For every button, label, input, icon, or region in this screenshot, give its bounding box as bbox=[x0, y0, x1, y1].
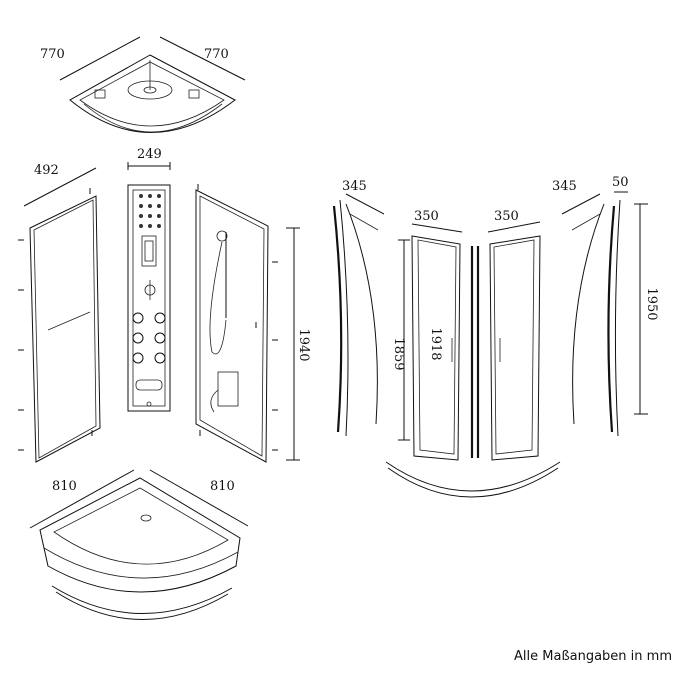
dim-top-left: 770 bbox=[40, 47, 65, 62]
dim-fixed-right: 345 bbox=[552, 179, 577, 194]
dim-rail-depth: 50 bbox=[612, 175, 629, 190]
dim-column-height: 1940 bbox=[296, 328, 311, 361]
unit-caption: Alle Maßangaben in mm bbox=[514, 649, 672, 664]
dim-door-height-a: 1859 bbox=[391, 337, 406, 370]
side-panel-left bbox=[18, 167, 101, 463]
dim-total-height: 1950 bbox=[644, 287, 659, 320]
dim-door-left: 350 bbox=[414, 209, 439, 224]
dim-tray-right: 810 bbox=[210, 479, 235, 494]
dim-top-right: 770 bbox=[204, 47, 229, 62]
front-glass-elements bbox=[332, 191, 648, 498]
roof-top-view bbox=[59, 36, 246, 133]
side-panel-right bbox=[195, 184, 300, 463]
dim-panel-width: 492 bbox=[34, 163, 59, 178]
dim-tray-left: 810 bbox=[52, 479, 77, 494]
shower-column bbox=[127, 162, 171, 412]
shower-tray bbox=[29, 469, 249, 620]
dim-door-right: 350 bbox=[494, 209, 519, 224]
dim-fixed-left: 345 bbox=[342, 179, 367, 194]
dim-column-width: 249 bbox=[137, 147, 162, 162]
dim-door-height-b: 1918 bbox=[428, 327, 443, 360]
